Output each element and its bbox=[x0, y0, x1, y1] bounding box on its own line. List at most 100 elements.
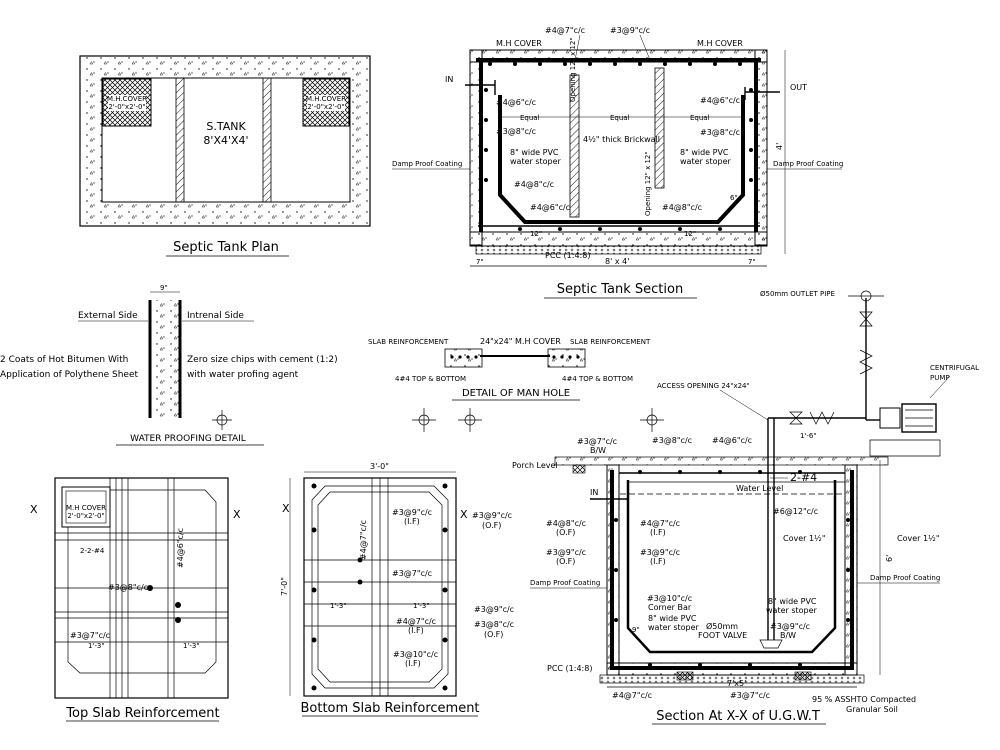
bs-r2: #3@9"c/c bbox=[392, 508, 432, 517]
ugwt-dim-16: 1'-6" bbox=[800, 432, 817, 440]
plan-tank-size: 8'X4'X4' bbox=[203, 134, 248, 147]
ts-mh-1: M.H COVER bbox=[66, 504, 106, 512]
bs-x-right: X bbox=[460, 508, 468, 521]
ugwt-pvc-l1: 8" wide PVC bbox=[648, 614, 697, 623]
section-title: Septic Tank Section bbox=[557, 282, 683, 297]
ugwt-r-top1: #3@7"c/c bbox=[577, 437, 617, 446]
wp-title: WATER PROOFING DETAIL bbox=[130, 434, 246, 444]
ugwt-l1b: (O.F) bbox=[556, 528, 575, 537]
bs-r3: #3@9"c/c bbox=[472, 511, 512, 520]
section-baffle-left bbox=[569, 74, 580, 218]
section-dim-7a: 7" bbox=[476, 258, 484, 266]
ts-r1: #4@6"c/c bbox=[176, 528, 185, 568]
section-dim-7b: 7" bbox=[748, 258, 756, 266]
bs-d1: 1'-3" bbox=[330, 602, 347, 610]
mh-centre-marks bbox=[412, 408, 664, 432]
section-mh-left: M.H COVER bbox=[496, 39, 542, 48]
ts-r3: #3@7"c/c bbox=[70, 631, 110, 640]
ugwt-porch: Porch Level bbox=[512, 461, 558, 470]
plan-mh-label-left: M.H.COVER bbox=[107, 95, 147, 103]
bs-r6b: (I.F) bbox=[408, 626, 424, 635]
ugwt-soil-2: Granular Soil bbox=[846, 705, 898, 714]
ugwt-bars: 2-#4 bbox=[790, 471, 817, 484]
section-baffle-right bbox=[654, 67, 665, 189]
mh-slab-right: SLAB REINFORCEMENT bbox=[570, 338, 651, 346]
ts-x-right: X bbox=[233, 508, 241, 521]
section-equal-1: Equal bbox=[520, 114, 540, 122]
ugwt-title: Section At X-X of U.G.W.T bbox=[656, 709, 820, 724]
ugwt-pvc-r2: water stoper bbox=[766, 606, 818, 615]
ugwt-corner-2: Corner Bar bbox=[648, 603, 692, 612]
bs-r2b: (I.F) bbox=[404, 517, 420, 526]
ugwt-corner-1: #3@10"c/c bbox=[647, 594, 692, 603]
ugwt-r-top2: #3@8"c/c bbox=[652, 436, 692, 445]
section-pvc-right-1: 8" wide PVC bbox=[680, 148, 729, 157]
ugwt-r-right: #6@12"c/c bbox=[773, 507, 818, 516]
section-bottom-rebar-3: #4@8"c/c bbox=[662, 203, 702, 212]
mh-title: DETAIL OF MAN HOLE bbox=[462, 388, 570, 399]
section-in: IN bbox=[445, 75, 453, 84]
section-dim-width: 8' x 4' bbox=[605, 257, 629, 266]
plan-tank-label: S.TANK bbox=[206, 120, 246, 133]
ugwt-b2: #3@7"c/c bbox=[730, 691, 770, 700]
wp-left-note-2: Application of Polythene Sheet bbox=[0, 370, 138, 380]
plan-mh-size-left: 2'-0"x2'-0" bbox=[108, 103, 145, 111]
plan-title: Septic Tank Plan bbox=[173, 240, 279, 255]
section-dim-12a: 12" bbox=[530, 230, 542, 238]
ugwt-b1: #4@7"c/c bbox=[612, 691, 652, 700]
bs-title: Bottom Slab Reinforcement bbox=[300, 701, 479, 716]
ts-x-left: X bbox=[30, 503, 38, 516]
bs-dim-w: 3'-0" bbox=[370, 462, 389, 471]
mh-cover: 24"x24" M.H COVER bbox=[480, 337, 561, 346]
section-dim-12b: 12" bbox=[684, 230, 696, 238]
ugwt-dim-75: 7'x5' bbox=[727, 679, 746, 688]
section-dim-4: 4' bbox=[775, 143, 784, 150]
section-brickwall: 4½" thick Brickwall bbox=[583, 135, 660, 144]
section-pvc-right-2: water stoper bbox=[680, 157, 732, 166]
bs-r8b: (I.F) bbox=[405, 659, 421, 668]
ugwt-access: ACCESS OPENING 24"x24" bbox=[657, 382, 750, 390]
wp-right-note-2: with water profing agent bbox=[187, 370, 299, 380]
section-out: OUT bbox=[790, 83, 807, 92]
section-left-rebar-2: #3@8"c/c bbox=[496, 127, 536, 136]
ugwt-pcc: PCC (1:4:8) bbox=[547, 664, 592, 673]
bs-r7b: (O.F) bbox=[484, 630, 503, 639]
ugwt-damp-right: Damp Proof Coating bbox=[870, 574, 940, 582]
ugwt-l2b: (I.F) bbox=[650, 528, 666, 537]
section-damp-right: Damp Proof Coating bbox=[773, 160, 843, 168]
section-equal-3: Equal bbox=[690, 114, 710, 122]
mh-slab-left: SLAB REINFORCEMENT bbox=[368, 338, 449, 346]
ugwt-soil-1: 95 % ASSHTO Compacted bbox=[812, 695, 916, 704]
plan-baffle-right bbox=[262, 77, 272, 203]
manhole-detail: SLAB REINFORCEMENT SLAB REINFORCEMENT 24… bbox=[368, 337, 664, 432]
section-rebar-dots bbox=[484, 62, 753, 231]
ugwt-outlet-pipe: Ø50mm OUTLET PIPE bbox=[760, 290, 835, 298]
wp-centre-mark bbox=[212, 410, 232, 430]
section-pvc-left-2: water stoper bbox=[510, 157, 562, 166]
ugwt-r-botb: B/W bbox=[780, 631, 796, 640]
bs-dim-h: 7'-0" bbox=[280, 577, 289, 596]
ugwt-foot-1: Ø50mm bbox=[706, 621, 738, 631]
ugwt-l1: #4@8"c/c bbox=[546, 519, 586, 528]
bs-r7: #3@8"c/c bbox=[474, 620, 514, 629]
septic-tank-plan: M.H.COVER 2'-0"x2'-0" M.H.COVER 2'-0"x2'… bbox=[79, 55, 371, 257]
mh-tb-left: 4#4 TOP & BOTTOM bbox=[395, 375, 466, 383]
ugwt-l4: #3@9"c/c bbox=[640, 548, 680, 557]
water-proofing-detail: 9" External Side Intrenal Side 2 Coats o… bbox=[0, 284, 338, 446]
section-opening-bottom: Opening 12" x 12" bbox=[644, 151, 652, 216]
ugwt-foot-2: FOOT VALVE bbox=[698, 631, 747, 640]
ts-bars: 2-2-#4 bbox=[80, 547, 105, 555]
ugwt-r-bot: #3@9"c/c bbox=[770, 622, 810, 631]
bs-x-left: X bbox=[282, 502, 290, 515]
ts-d2: 1'-3" bbox=[183, 642, 200, 650]
bs-r4: #3@7"c/c bbox=[392, 569, 432, 578]
plan-mh-size-right: 2'-0"x2'-0" bbox=[307, 103, 344, 111]
section-pcc: PCC (1:4:8) bbox=[545, 251, 590, 260]
ugwt-l4b: (I.F) bbox=[650, 557, 666, 566]
ugwt-pvc-l2: water stoper bbox=[648, 623, 700, 632]
wp-external: External Side bbox=[78, 311, 138, 321]
section-left-rebar-1: #4@6"c/c bbox=[496, 98, 536, 107]
section-bottom-rebar-1: #4@8"c/c bbox=[514, 180, 554, 189]
ugwt-cover-1: Cover 1½" bbox=[783, 534, 826, 543]
